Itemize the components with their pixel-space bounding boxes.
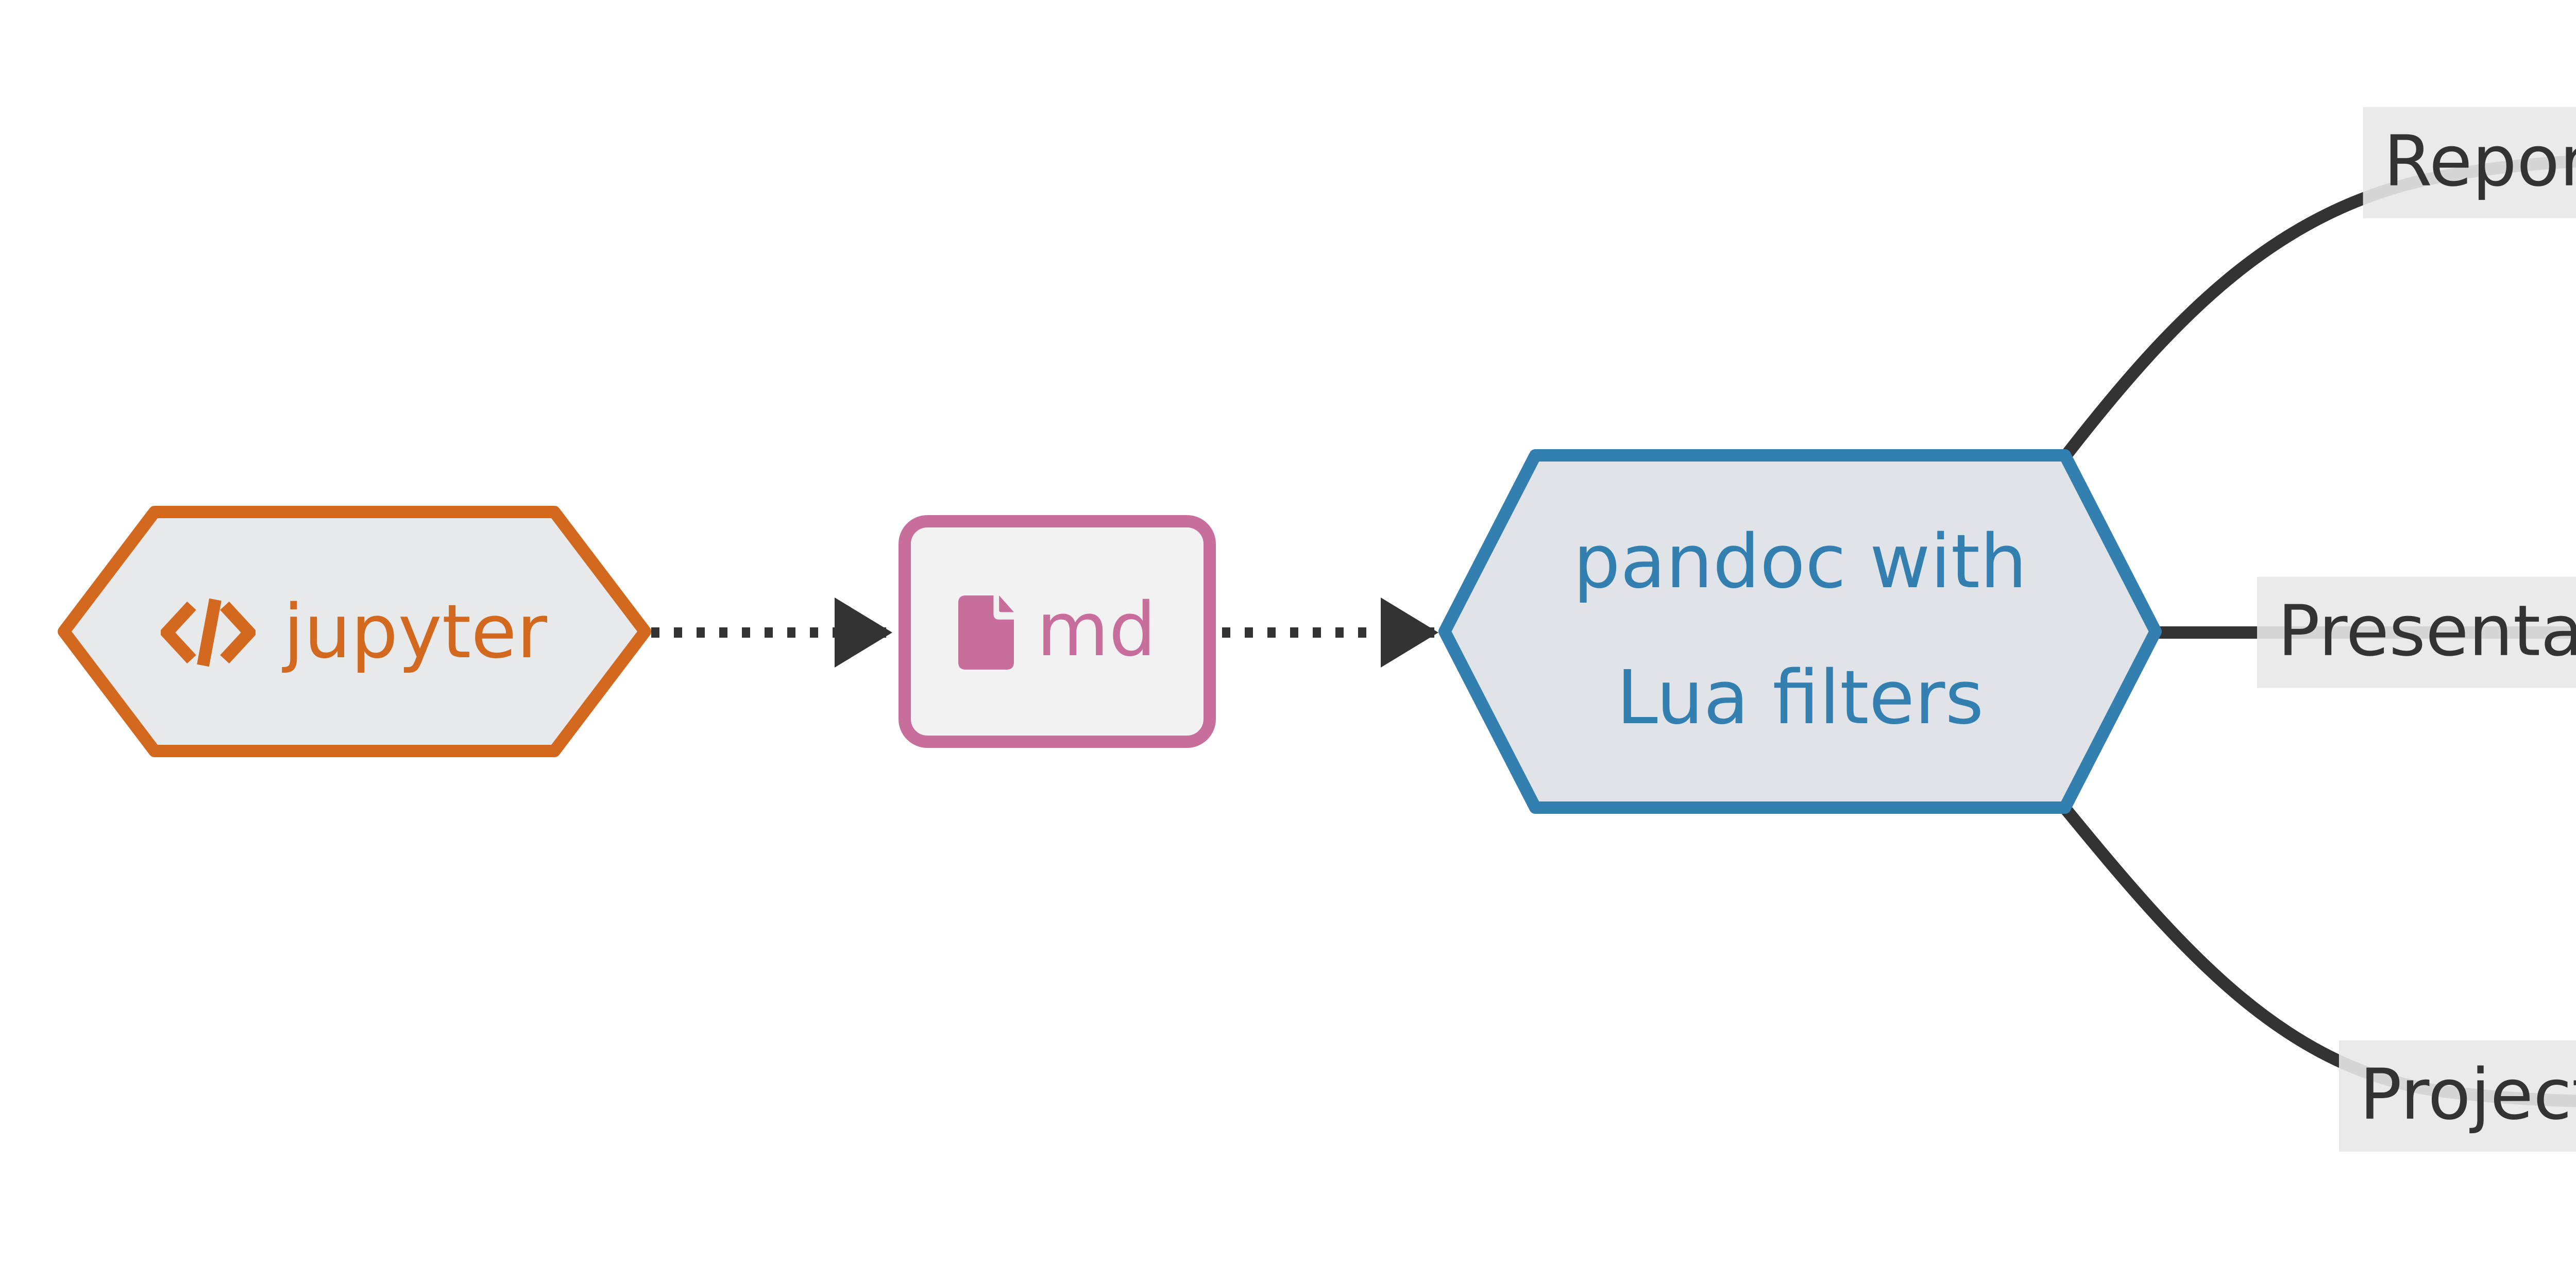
edge-label-projects: Projects xyxy=(2338,1040,2576,1152)
jupyter-node-label: jupyter xyxy=(283,590,548,675)
node-md: md xyxy=(899,515,1216,748)
pandoc-hexagon-shape xyxy=(1438,449,2162,814)
node-jupyter: jupyter xyxy=(64,513,645,752)
jupyter-hexagon-shape xyxy=(58,506,651,757)
pandoc-label-line2: Lua filters xyxy=(1616,656,1984,741)
edge-label-presentation: Presentation xyxy=(2257,576,2576,689)
edge-label-report: Report xyxy=(2363,107,2576,219)
pandoc-label-line1: pandoc with xyxy=(1573,520,2027,605)
md-node-label: md xyxy=(1037,589,1156,674)
node-pandoc: pandoc with Lua filters xyxy=(1445,455,2156,808)
code-icon xyxy=(161,598,257,667)
file-icon xyxy=(958,594,1014,669)
